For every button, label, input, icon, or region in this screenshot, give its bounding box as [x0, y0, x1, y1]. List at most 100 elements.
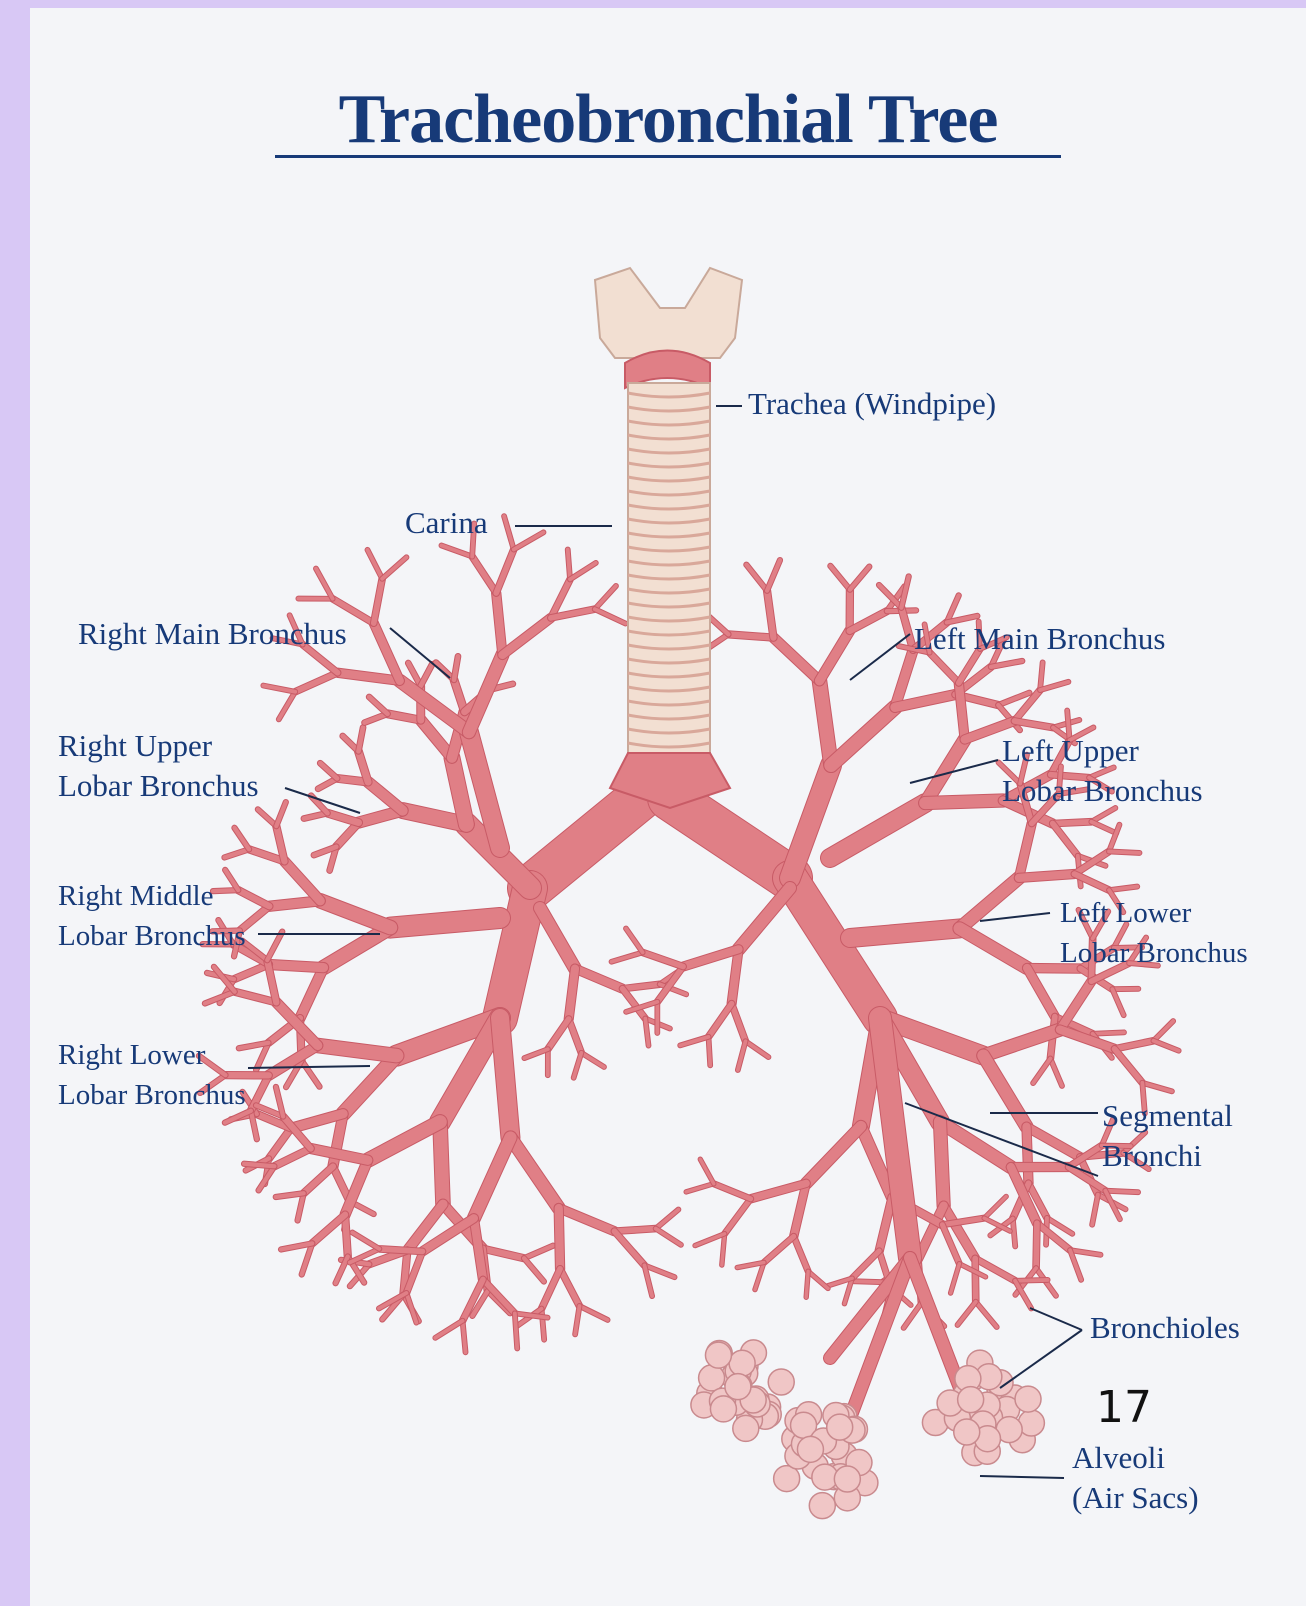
bronchus-segment [958, 1302, 976, 1325]
bronchus-segment [595, 586, 616, 609]
bronchus-segment [1026, 1127, 1028, 1184]
bronchus-segment [683, 949, 738, 966]
label-line: Lobar Bronchus [1060, 933, 1248, 973]
bronchus-segment [983, 1056, 1026, 1127]
bronchus-segment [686, 1184, 714, 1192]
bronchus-segment [773, 638, 819, 681]
alveolus [809, 1493, 835, 1519]
bronchus-segment [540, 908, 575, 969]
bronchus-segment [643, 952, 683, 966]
bronchus-segment [984, 1196, 1006, 1218]
bronchus-segment [831, 707, 895, 765]
bronchus-segment [234, 828, 249, 849]
alveolus [768, 1369, 794, 1395]
alveolus [725, 1374, 751, 1400]
bronchus-segment [1153, 1041, 1178, 1051]
bronchus-segment [472, 557, 496, 593]
bronchus-segment [352, 1232, 379, 1248]
bronchus-segment [258, 809, 276, 826]
bronchus-segment [311, 1148, 368, 1160]
bronchus-segment [510, 1138, 558, 1209]
bronchus-segment [745, 1041, 768, 1057]
bronchus-segment [794, 1236, 808, 1271]
bronchus-segment [440, 1122, 443, 1204]
bronchus-segment [500, 1018, 510, 1138]
bronchus-segment [581, 1053, 604, 1067]
bronchus-segment [560, 1269, 579, 1306]
bronchus-segment [1013, 1219, 1015, 1247]
bronchus-segment [469, 655, 502, 732]
label-carina: Carina [405, 503, 488, 543]
bronchus-segment [709, 1004, 732, 1037]
bronchus-segment [500, 888, 530, 1018]
alveolus [729, 1350, 755, 1376]
bronchus-segment [524, 1049, 548, 1058]
label-trachea: Trachea (Windpipe) [748, 384, 996, 424]
bronchus-segment [1070, 1250, 1081, 1280]
bronchus-segment [269, 901, 320, 906]
bronchus-segment [548, 1019, 569, 1049]
bronchus-segment [542, 1309, 545, 1340]
alveolus [958, 1387, 984, 1413]
bronchus-segment [559, 1208, 615, 1231]
leader-line [980, 1476, 1064, 1478]
bronchus-segment [850, 567, 869, 590]
bronchus-segment [1027, 968, 1055, 1017]
bronchus-segment [975, 1258, 976, 1301]
bronchus-segment [1019, 874, 1074, 878]
bronchus-segment [568, 549, 570, 579]
bronchus-segment [626, 928, 643, 952]
trachea [595, 268, 742, 808]
bronchus-segment [435, 1321, 462, 1338]
bronchus-segment [274, 1148, 310, 1166]
page-number: 17 [1096, 1383, 1152, 1433]
bronchus-segment [790, 878, 880, 1018]
label-line: Left Lower [1060, 893, 1248, 933]
bronchus-segment [767, 560, 780, 591]
bronchus-segment [569, 1019, 582, 1053]
label-line: Lobar Bronchus [58, 766, 259, 806]
bronchus-segment [382, 557, 406, 578]
bronchus-segment [595, 609, 626, 623]
leader-line [1000, 1330, 1082, 1388]
bronchus-segment [343, 1056, 397, 1114]
alveolus [954, 1419, 980, 1445]
alveolus [733, 1415, 759, 1441]
bronchus-segment [940, 1122, 944, 1206]
bronchus-segment [524, 1246, 553, 1259]
label-line: Lobar Bronchus [1002, 771, 1203, 811]
bronchus-segment [302, 1060, 320, 1086]
bronchus-segment [1053, 822, 1092, 824]
bronchus-segment [269, 964, 324, 967]
label-line: Bronchi [1102, 1136, 1233, 1176]
bronchus-segment [368, 782, 402, 811]
bronchus-segment [338, 673, 400, 681]
bronchus-segment [368, 1122, 440, 1160]
leader-line [980, 913, 1050, 921]
bronchus-segment [379, 1249, 422, 1252]
bronchus-segment [570, 563, 596, 579]
bronchus-segment [474, 1218, 483, 1279]
label-alveoli: Alveoli (Air Sacs) [1072, 1438, 1199, 1518]
bronchus-segment [345, 1215, 348, 1257]
label-left-upper-lobar-bronchus: Left Upper Lobar Bronchus [1002, 731, 1203, 811]
bronchus-segment [244, 1164, 274, 1166]
leader-line [248, 1066, 370, 1068]
bronchus-segment [1115, 1049, 1143, 1083]
bronchus-segment [732, 1004, 746, 1042]
bronchus-segment [806, 1126, 861, 1183]
bronchus-segment [579, 1306, 607, 1320]
label-segmental-bronchi: Segmental Bronchi [1102, 1096, 1233, 1176]
bronchus-segment [612, 952, 643, 961]
bronchus-segment [559, 1208, 560, 1269]
bronchus-segment [496, 549, 514, 593]
bronchus-segment [1091, 822, 1116, 833]
label-line: Right Lower [58, 1035, 246, 1075]
bronchus-segment [739, 888, 790, 949]
label-line: Segmental [1102, 1096, 1233, 1136]
bronchus-segment [751, 1183, 807, 1198]
page-title: Tracheobronchial Tree [30, 80, 1306, 160]
bronchus-segment [700, 1159, 713, 1183]
bronchus-segment [764, 1236, 794, 1262]
bronchus-segment [284, 861, 320, 900]
